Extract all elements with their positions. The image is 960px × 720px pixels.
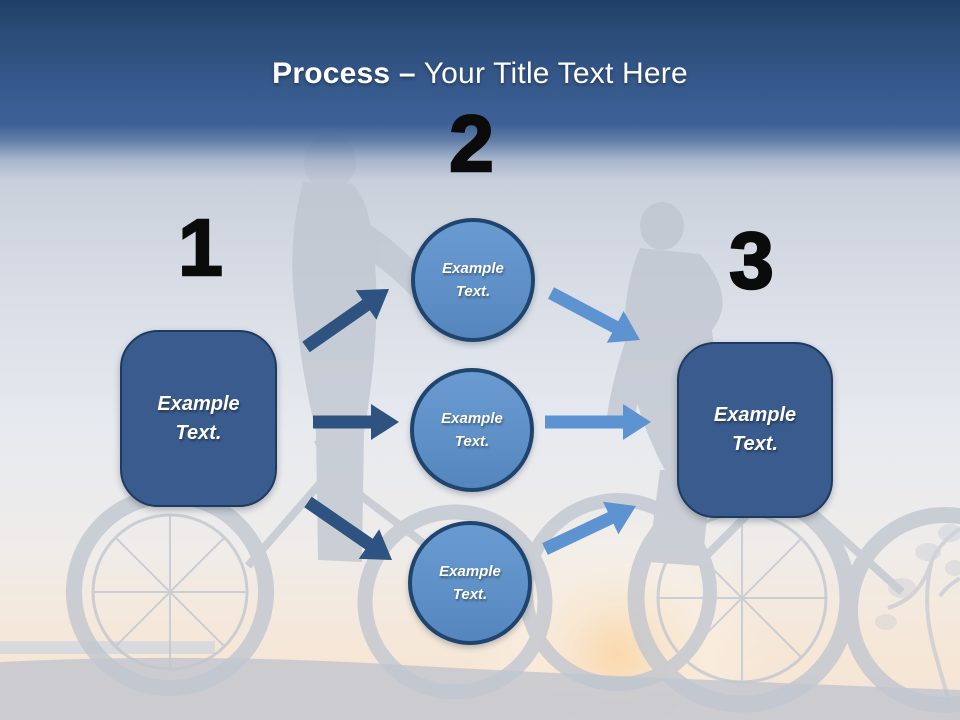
step-number-1: 1 bbox=[177, 203, 224, 292]
process-circle-1-label: Example Text. bbox=[442, 259, 504, 300]
title-separator: – bbox=[398, 57, 416, 90]
process-box-step3: Example Text. bbox=[677, 342, 833, 518]
process-box-step1: Example Text. bbox=[120, 330, 277, 507]
title-keyword: Process bbox=[272, 57, 391, 90]
process-circle-2-label: Example Text. bbox=[441, 409, 503, 450]
process-circle-1: Example Text. bbox=[411, 218, 535, 342]
title-banner bbox=[0, 0, 960, 200]
step-number-2: 2 bbox=[448, 99, 495, 188]
step-number-3: 3 bbox=[728, 216, 775, 305]
slide-title: Process – Your Title Text Here bbox=[0, 57, 960, 91]
process-circle-3-label: Example Text. bbox=[439, 562, 501, 603]
title-remainder: Your Title Text Here bbox=[423, 57, 688, 90]
left-rider-silhouette bbox=[66, 134, 553, 700]
process-circle-3: Example Text. bbox=[408, 521, 532, 645]
horizon-water bbox=[0, 641, 215, 654]
process-box-step1-label: Example Text. bbox=[157, 392, 240, 444]
process-circle-2: Example Text. bbox=[410, 368, 534, 492]
process-box-step3-label: Example Text. bbox=[713, 404, 797, 455]
tree-silhouette bbox=[875, 524, 960, 713]
